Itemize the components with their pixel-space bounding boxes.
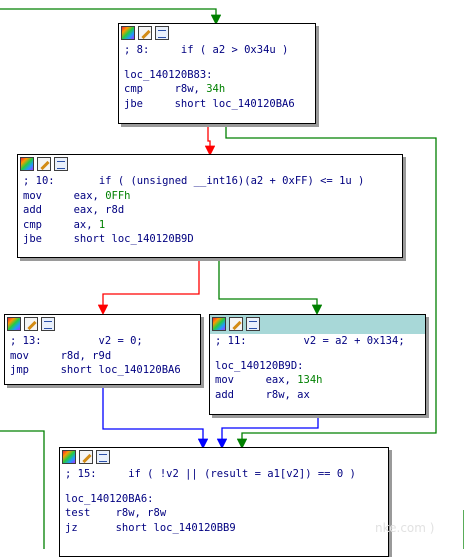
list-view-icon[interactable] — [96, 450, 110, 464]
graph-overview-icon[interactable] — [62, 450, 76, 464]
list-view-icon[interactable] — [41, 317, 55, 331]
code-block-loc-ba6[interactable]: ; 15: if ( !v2 || (result = a1[v2]) == 0… — [59, 447, 389, 557]
block-comment[interactable]: ; 10: if ( (unsigned __int16)(a2 + 0xFF)… — [23, 175, 365, 187]
list-view-icon[interactable] — [54, 157, 68, 171]
code-block-cond-10[interactable]: ; 10: if ( (unsigned __int16)(a2 + 0xFF)… — [17, 154, 403, 258]
asm-line[interactable]: add eax, r8d — [23, 204, 125, 216]
asm-line[interactable]: mov r8d, r9d — [10, 349, 112, 362]
asm-line[interactable]: mov eax, 134h — [215, 374, 323, 386]
list-view-icon[interactable] — [155, 26, 169, 40]
block-comment[interactable]: ; 11: v2 = a2 + 0x134; — [215, 335, 405, 347]
asm-line[interactable]: loc_140120BA6: — [65, 492, 154, 505]
code-block-loc-b9d[interactable]: ; 11: v2 = a2 + 0x134; loc_140120B9D: mo… — [209, 314, 426, 415]
edge-cond-10-jbe-to-b9d — [218, 258, 323, 316]
block-comment[interactable]: ; 8: if ( a2 > 0x34u ) — [124, 44, 289, 56]
code-block-cond-8[interactable]: ; 8: if ( a2 > 0x34u ) loc_140120B83: cm… — [118, 23, 316, 124]
edge-incoming-to-cond-8 — [0, 8, 222, 26]
asm-line[interactable]: loc_140120B83: — [124, 68, 213, 81]
asm-line[interactable]: mov eax, 0FFh — [23, 189, 131, 202]
block-header — [18, 155, 402, 174]
asm-line[interactable]: add r8w, ax — [215, 388, 310, 401]
code-block-v2-zero[interactable]: ; 13: v2 = 0; mov r8d, r9d jmp short loc… — [4, 314, 201, 385]
edit-block-icon[interactable] — [24, 317, 38, 331]
edit-block-icon[interactable] — [229, 317, 243, 331]
list-view-icon[interactable] — [246, 317, 260, 331]
block-header — [119, 24, 315, 43]
edge-jmp-to-ba6 — [102, 385, 209, 450]
edit-block-icon[interactable] — [138, 26, 152, 40]
watermark: nke.com ) — [375, 521, 435, 535]
asm-line[interactable]: jbe short loc_140120B9D — [23, 233, 194, 245]
asm-line[interactable]: cmp r8w, 34h — [124, 83, 226, 95]
asm-line[interactable]: loc_140120B9D: — [215, 359, 304, 372]
block-header — [60, 448, 388, 467]
graph-overview-icon[interactable] — [121, 26, 135, 40]
asm-line[interactable]: jz short loc_140120BB9 — [65, 521, 236, 534]
block-header-selected — [210, 315, 425, 334]
graph-overview-icon[interactable] — [20, 157, 34, 171]
edge-cond-8-false — [204, 124, 216, 157]
block-comment[interactable]: ; 13: v2 = 0; — [10, 335, 143, 347]
graph-overview-icon[interactable] — [212, 317, 226, 331]
block-header — [5, 315, 200, 334]
asm-line[interactable]: test r8w, r8w — [65, 507, 167, 519]
asm-line[interactable]: jmp short loc_140120BA6 — [10, 364, 181, 376]
asm-line[interactable]: cmp ax, 1 — [23, 218, 106, 231]
asm-line[interactable]: jbe short loc_140120BA6 — [124, 97, 295, 110]
edge-cond-10-false — [97, 258, 200, 316]
edit-block-icon[interactable] — [79, 450, 93, 464]
block-comment[interactable]: ; 15: if ( !v2 || (result = a1[v2]) == 0… — [65, 468, 356, 480]
edge-b9d-fallthrough — [216, 414, 319, 450]
edit-block-icon[interactable] — [37, 157, 51, 171]
edge-cond-8-jbe-to-ba6 — [225, 124, 437, 450]
edge-left-incoming — [0, 430, 45, 549]
graph-overview-icon[interactable] — [7, 317, 21, 331]
